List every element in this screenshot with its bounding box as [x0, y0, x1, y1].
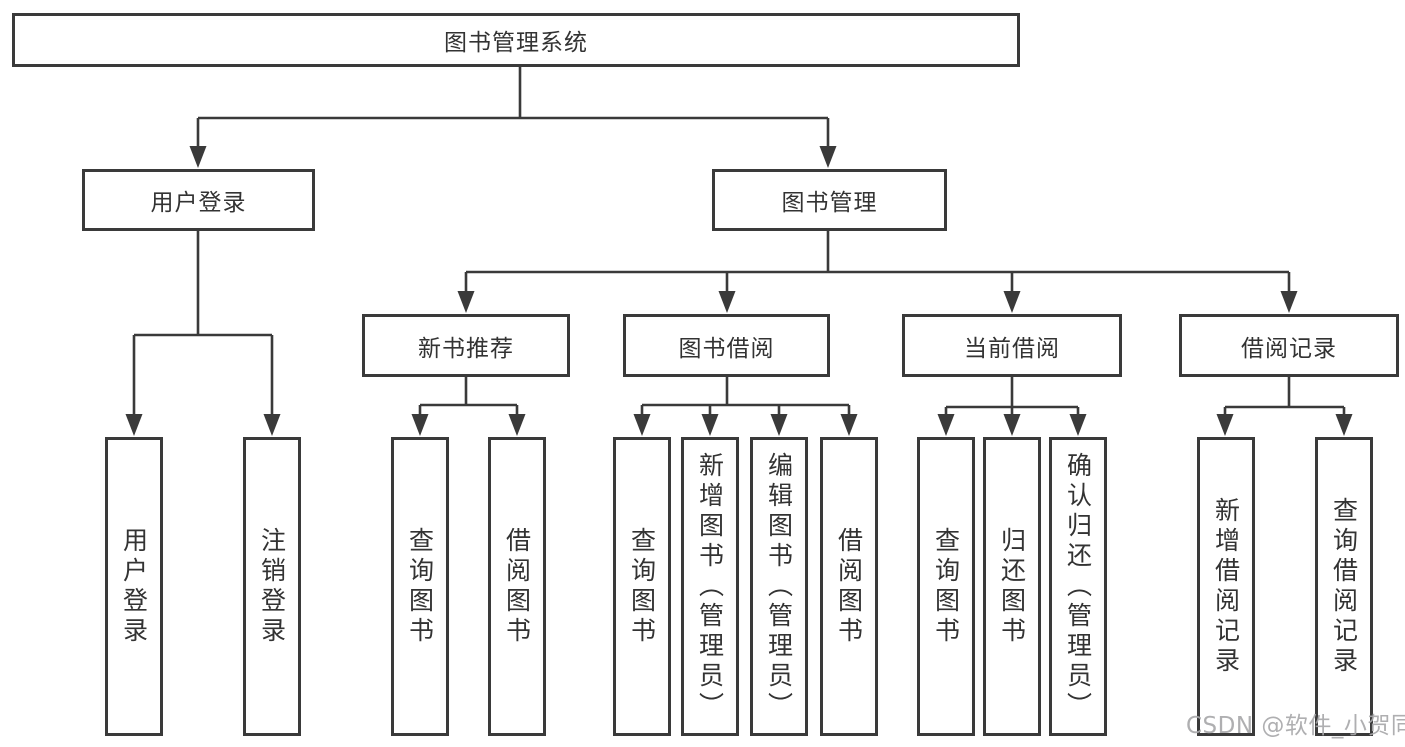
leaf-return-books-label: 归还图书 — [997, 526, 1027, 647]
node-book-borrowing-label: 图书借阅 — [678, 335, 775, 362]
leaf-add-borrow-record-label: 新增借阅记录 — [1211, 496, 1241, 677]
leaf-logout-label: 注销登录 — [257, 526, 287, 647]
node-user-login-label: 用户登录 — [150, 190, 247, 216]
leaf-return-books: 归还图书 — [983, 437, 1041, 736]
leaf-edit-books-admin-label: 编辑图书（管理员） — [764, 451, 794, 722]
leaf-query-books-current-label: 查询图书 — [931, 526, 961, 647]
leaf-query-books-recommend-label: 查询图书 — [405, 526, 435, 647]
node-borrowing-records-label: 借阅记录 — [1241, 335, 1337, 362]
csdn-watermark: CSDN @软件_小贺同学 — [1186, 713, 1405, 739]
leaf-add-books-admin-label: 新增图书（管理员） — [695, 451, 725, 722]
leaf-user-login-label: 用户登录 — [119, 526, 149, 647]
leaf-query-books-borrowing: 查询图书 — [613, 437, 671, 736]
leaf-borrow-books-recommend: 借阅图书 — [488, 437, 546, 736]
node-book-management-label: 图书管理 — [781, 190, 878, 216]
node-root-library-management-system: 图书管理系统 — [12, 13, 1020, 67]
leaf-borrow-books-borrowing: 借阅图书 — [820, 437, 878, 736]
leaf-query-books-borrowing-label: 查询图书 — [627, 526, 657, 647]
leaf-add-borrow-record: 新增借阅记录 — [1197, 437, 1255, 736]
leaf-borrow-books-borrowing-label: 借阅图书 — [834, 526, 864, 647]
leaf-query-borrow-record: 查询借阅记录 — [1315, 437, 1373, 736]
leaf-confirm-return-admin-label: 确认归还（管理员） — [1063, 451, 1093, 722]
leaf-edit-books-admin: 编辑图书（管理员） — [750, 437, 808, 736]
node-root-label: 图书管理系统 — [444, 30, 588, 56]
node-new-book-recommendation-label: 新书推荐 — [418, 335, 514, 362]
node-user-login: 用户登录 — [82, 169, 315, 231]
leaf-borrow-books-recommend-label: 借阅图书 — [502, 526, 532, 647]
leaf-query-books-current: 查询图书 — [917, 437, 975, 736]
node-current-borrowing: 当前借阅 — [902, 314, 1122, 377]
leaf-user-login: 用户登录 — [105, 437, 163, 736]
node-borrowing-records: 借阅记录 — [1179, 314, 1399, 377]
leaf-query-books-recommend: 查询图书 — [391, 437, 449, 736]
node-book-management: 图书管理 — [712, 169, 947, 231]
leaf-confirm-return-admin: 确认归还（管理员） — [1049, 437, 1107, 736]
node-book-borrowing: 图书借阅 — [623, 314, 830, 377]
leaf-query-borrow-record-label: 查询借阅记录 — [1329, 496, 1359, 677]
leaf-logout: 注销登录 — [243, 437, 301, 736]
leaf-add-books-admin: 新增图书（管理员） — [681, 437, 739, 736]
node-current-borrowing-label: 当前借阅 — [964, 335, 1060, 362]
node-new-book-recommendation: 新书推荐 — [362, 314, 570, 377]
